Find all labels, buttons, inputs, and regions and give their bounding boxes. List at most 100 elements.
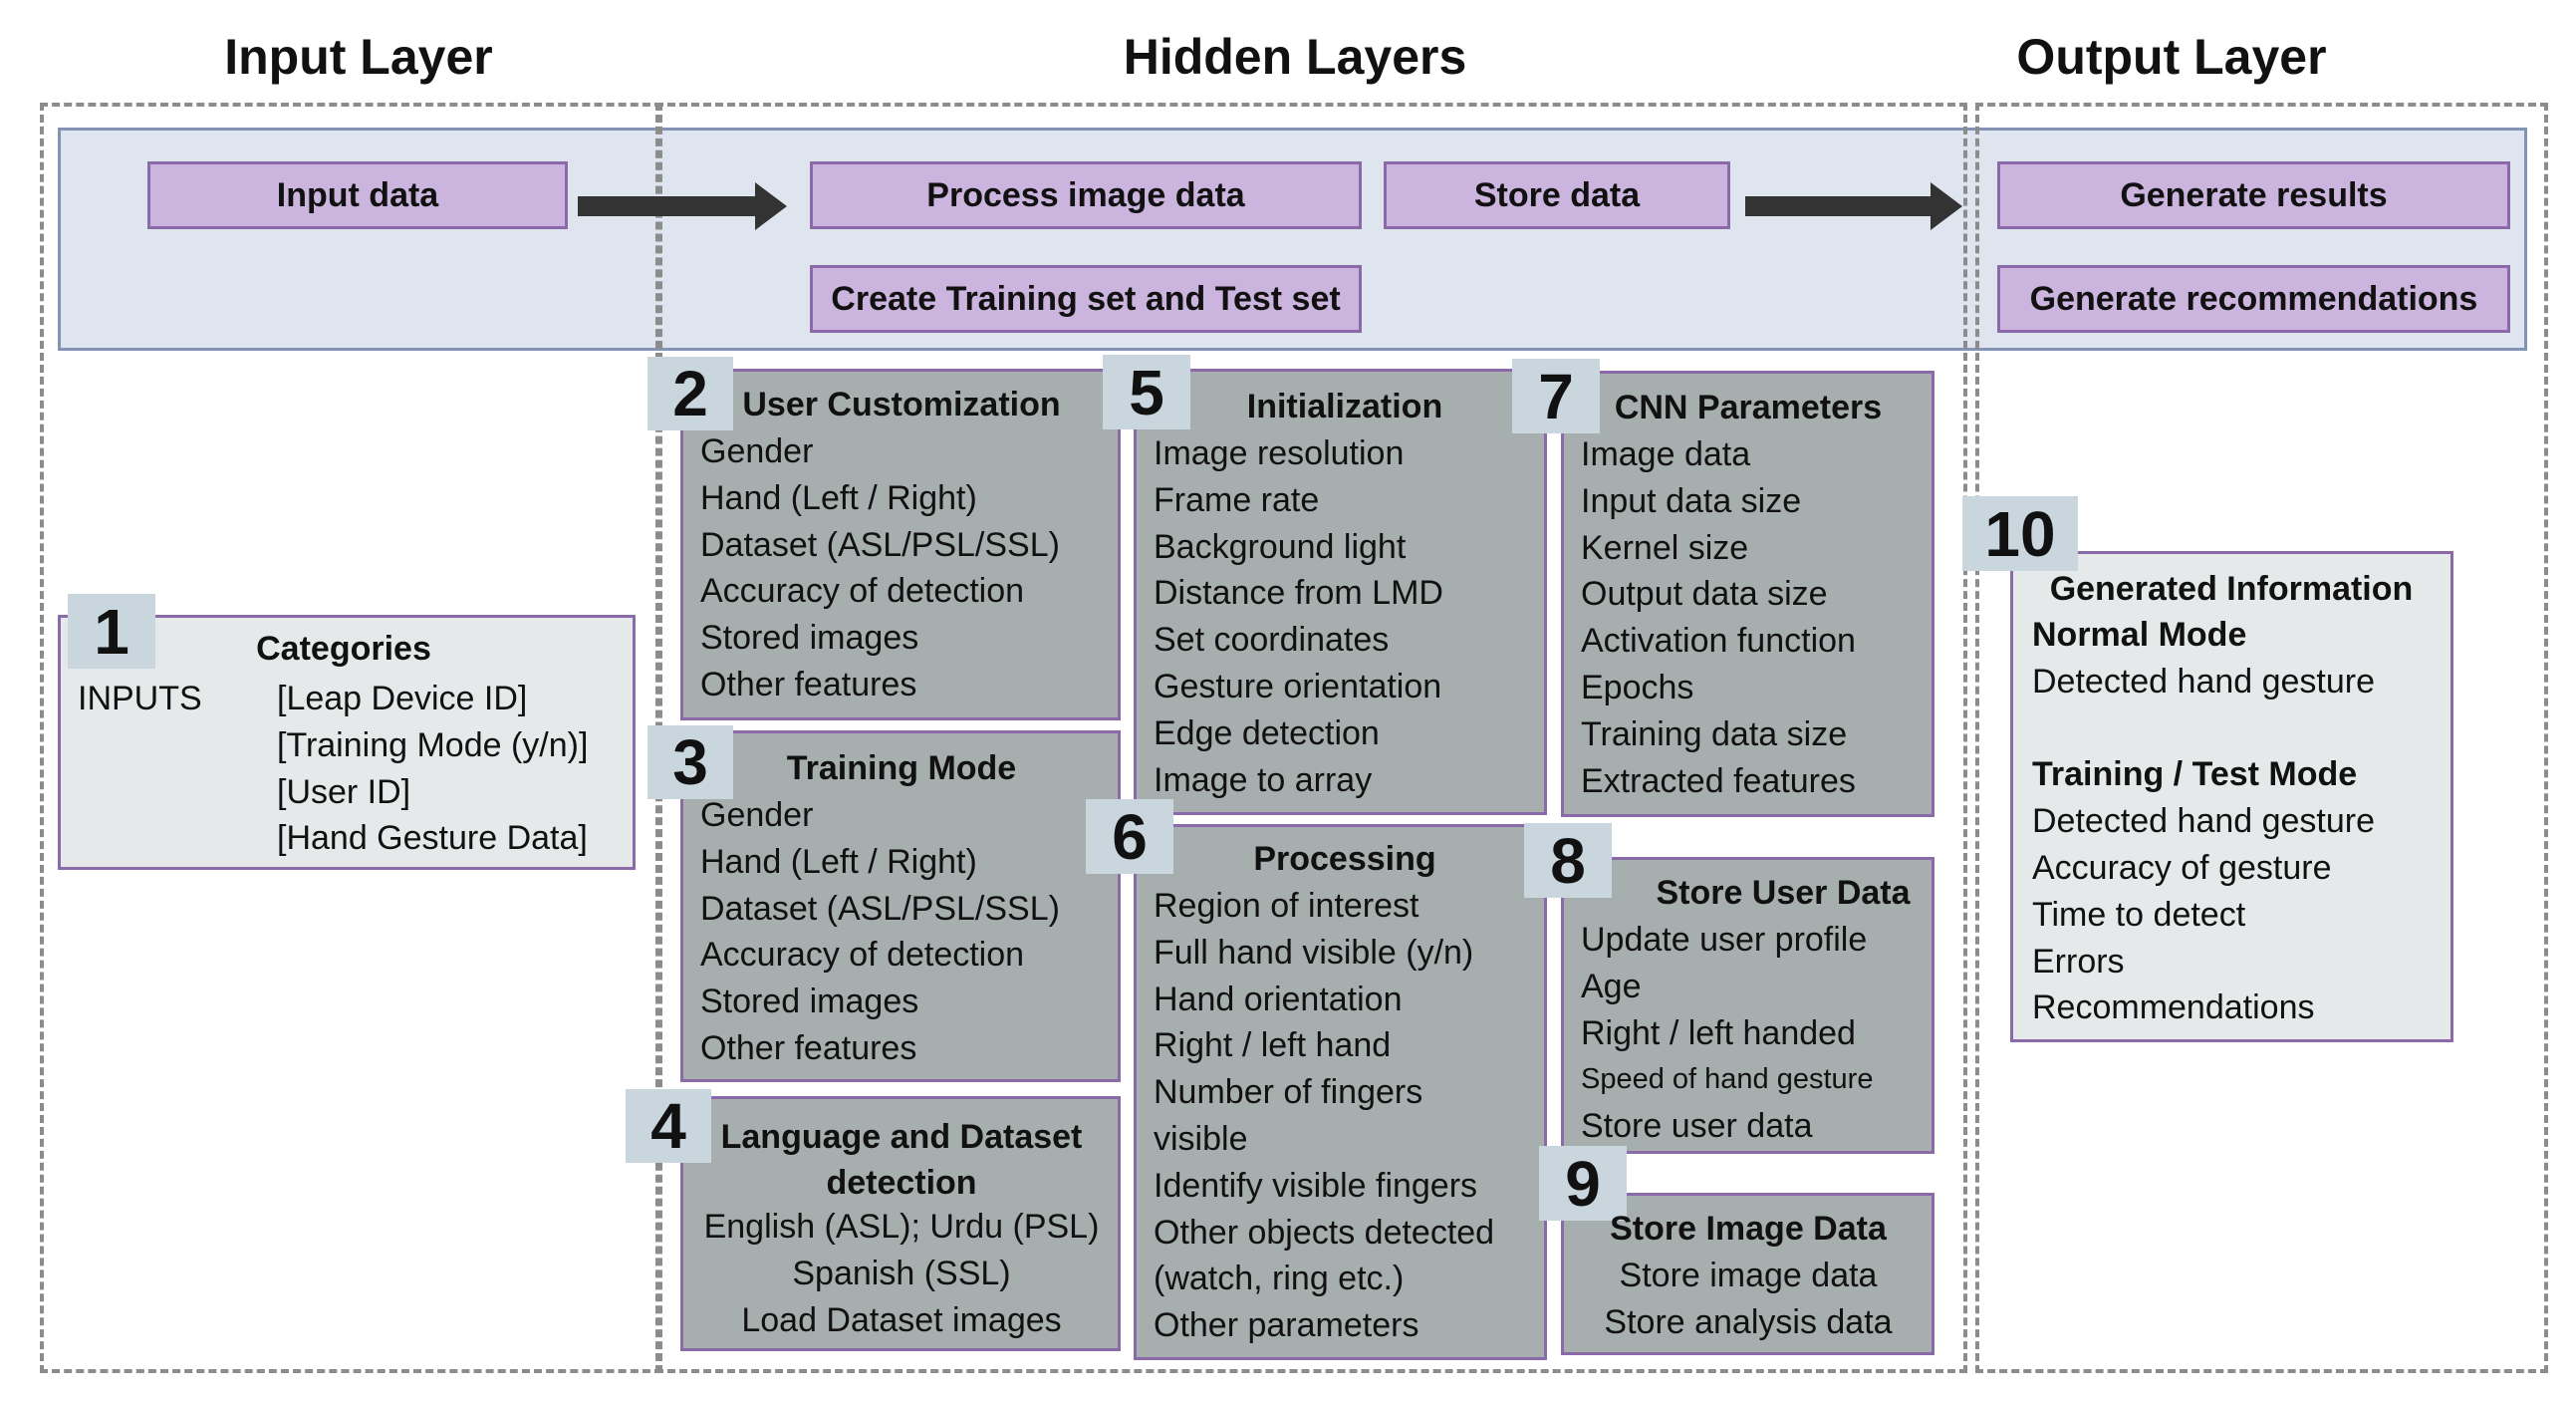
user-customization-box bbox=[680, 369, 1121, 720]
hidden-layers-title: Hidden Layers bbox=[1123, 29, 1467, 85]
list-item: Other features bbox=[700, 665, 917, 703]
list-item: English (ASL); Urdu (PSL) bbox=[703, 1208, 1100, 1246]
arrow-store-to-output bbox=[1745, 182, 1962, 230]
list-item: Image data bbox=[1581, 435, 1751, 473]
generated-information-list: Normal Mode Detected hand gesture Traini… bbox=[2032, 612, 2375, 1031]
list-item: Stored images bbox=[700, 983, 919, 1021]
list-item: Image to array bbox=[1154, 760, 1373, 799]
initialization-title: Initialization bbox=[1246, 388, 1443, 425]
training-mode-list: Gender Hand (Left / Right) Dataset (ASL/… bbox=[700, 792, 1060, 1072]
list-item: [User ID] bbox=[277, 772, 411, 811]
initialization-list: Image resolution Frame rate Background l… bbox=[1154, 430, 1443, 803]
processing-box bbox=[1134, 824, 1547, 1360]
list-item: Other features bbox=[700, 1028, 917, 1067]
list-item: Set coordinates bbox=[1154, 621, 1390, 660]
spacer bbox=[2032, 705, 2375, 752]
list-item: Identify visible fingers bbox=[1154, 1166, 1478, 1205]
processing-list: Region of interest Full hand visible (y/… bbox=[1154, 883, 1494, 1349]
input-layer-title: Input Layer bbox=[224, 29, 493, 85]
list-item: Other parameters bbox=[1154, 1306, 1419, 1345]
list-item: [Training Mode (y/n)] bbox=[277, 725, 589, 764]
list-item: Errors bbox=[2032, 942, 2125, 981]
list-item: Image resolution bbox=[1154, 434, 1405, 472]
processing-title: Processing bbox=[1253, 840, 1436, 878]
badge-9: 9 bbox=[1539, 1146, 1627, 1221]
user-customization-title: User Customization bbox=[742, 386, 1061, 423]
badge-10: 10 bbox=[1962, 496, 2078, 571]
badge-7: 7 bbox=[1512, 359, 1600, 433]
title-line: detection bbox=[826, 1164, 977, 1202]
list-item: Age bbox=[1581, 967, 1642, 1005]
generate-recommendations-box: Generate recommendations bbox=[1997, 265, 2510, 333]
cnn-parameters-box bbox=[1561, 371, 1934, 817]
badge-8: 8 bbox=[1524, 823, 1612, 898]
training-mode-title: Training Mode bbox=[786, 749, 1017, 787]
input-data-box: Input data bbox=[147, 161, 568, 229]
list-item: Epochs bbox=[1581, 668, 1694, 706]
output-layer-frame bbox=[1975, 103, 2548, 1373]
cnn-parameters-list: Image data Input data size Kernel size O… bbox=[1581, 431, 1856, 804]
generated-information-box bbox=[2010, 551, 2453, 1042]
list-item: [Leap Device ID] bbox=[277, 680, 528, 717]
list-item: Frame rate bbox=[1154, 480, 1320, 519]
generated-information-title: Generated Information bbox=[2049, 570, 2414, 608]
list-item: Speed of hand gesture bbox=[1581, 1063, 1874, 1096]
list-item: Edge detection bbox=[1154, 713, 1380, 752]
process-image-data-box: Process image data bbox=[810, 161, 1362, 229]
list-item: Other objects detected bbox=[1154, 1213, 1495, 1252]
training-mode-box bbox=[680, 730, 1121, 1082]
list-item: Spanish (SSL) bbox=[792, 1254, 1011, 1292]
generate-results-box: Generate results bbox=[1997, 161, 2510, 229]
list-item: Load Dataset images bbox=[741, 1300, 1062, 1339]
arrow-input-to-process bbox=[578, 182, 787, 230]
list-item: Detected hand gesture bbox=[2032, 662, 2376, 701]
list-item: visible bbox=[1154, 1119, 1248, 1158]
list-item: Update user profile bbox=[1581, 921, 1868, 959]
store-user-data-box bbox=[1561, 857, 1934, 1154]
list-item: Gesture orientation bbox=[1154, 667, 1442, 705]
store-image-data-title: Store Image Data bbox=[1610, 1210, 1887, 1248]
categories-list: [Leap Device ID] [Training Mode (y/n)] [… bbox=[277, 676, 588, 862]
list-item: Detected hand gesture bbox=[2032, 802, 2376, 841]
list-item: Dataset (ASL/PSL/SSL) bbox=[700, 525, 1060, 564]
user-customization-list: Gender Hand (Left / Right) Dataset (ASL/… bbox=[700, 428, 1060, 708]
list-item: Dataset (ASL/PSL/SSL) bbox=[700, 889, 1060, 928]
list-item: Accuracy of gesture bbox=[2032, 848, 2332, 887]
list-item: Right / left hand bbox=[1154, 1026, 1392, 1065]
normal-mode-heading: Normal Mode bbox=[2032, 616, 2247, 654]
list-item: Gender bbox=[700, 796, 814, 834]
initialization-box bbox=[1134, 369, 1547, 815]
store-image-data-list: Store image data Store analysis data bbox=[1569, 1253, 1928, 1346]
list-item: Right / left handed bbox=[1581, 1013, 1856, 1052]
list-item: Full hand visible (y/n) bbox=[1154, 933, 1474, 972]
list-item: Store analysis data bbox=[1604, 1302, 1893, 1341]
list-item: Input data size bbox=[1581, 481, 1802, 520]
list-item: Output data size bbox=[1581, 575, 1828, 614]
list-item: Distance from LMD bbox=[1154, 574, 1443, 613]
list-item: Recommendations bbox=[2032, 988, 2315, 1027]
list-item: Accuracy of detection bbox=[700, 572, 1025, 611]
badge-6: 6 bbox=[1086, 799, 1173, 874]
list-item: Training data size bbox=[1581, 714, 1848, 753]
list-item: (watch, ring etc.) bbox=[1154, 1260, 1405, 1298]
list-item: Time to detect bbox=[2032, 895, 2246, 934]
cnn-parameters-title: CNN Parameters bbox=[1614, 389, 1883, 426]
list-item: Store image data bbox=[1619, 1257, 1878, 1294]
list-item: Hand (Left / Right) bbox=[700, 842, 977, 881]
output-layer-title: Output Layer bbox=[2016, 29, 2327, 85]
list-item: Stored images bbox=[700, 619, 919, 658]
language-dataset-title: Language and Dataset detection bbox=[697, 1114, 1106, 1206]
list-item: Extracted features bbox=[1581, 761, 1856, 800]
badge-5: 5 bbox=[1103, 355, 1190, 429]
list-item: Store user data bbox=[1581, 1107, 1813, 1146]
language-dataset-box bbox=[680, 1096, 1121, 1351]
list-item: Hand orientation bbox=[1154, 980, 1403, 1018]
list-item: Activation function bbox=[1581, 622, 1856, 661]
list-item: Hand (Left / Right) bbox=[700, 478, 977, 517]
badge-4: 4 bbox=[626, 1089, 711, 1163]
store-data-box: Store data bbox=[1384, 161, 1730, 229]
badge-1: 1 bbox=[68, 594, 155, 669]
list-item: Gender bbox=[700, 432, 814, 470]
list-item: Region of interest bbox=[1154, 887, 1419, 925]
list-item: Background light bbox=[1154, 527, 1407, 566]
